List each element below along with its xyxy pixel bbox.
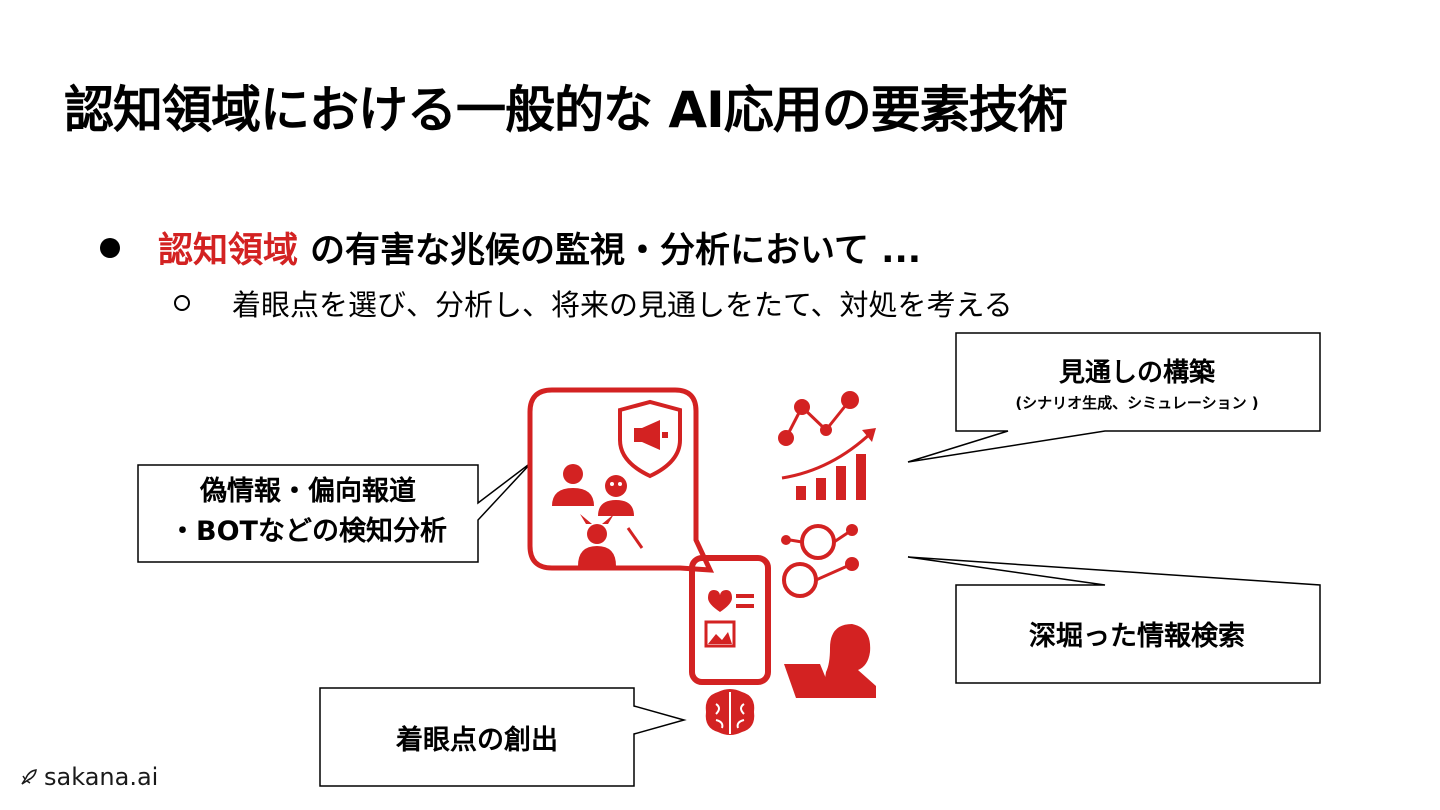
- shield-megaphone-icon: [618, 399, 682, 479]
- trend-chart-icon: [781, 428, 876, 500]
- hub-network-icon: [781, 524, 859, 598]
- misinfo-callout-box: [137, 461, 533, 563]
- misinfo-line-2: ・BOTなどの検知分析: [169, 516, 447, 547]
- pointer-icon: [626, 527, 644, 549]
- search-callout-box: [907, 556, 1321, 684]
- slide-title: 認知領域における一般的な AI応用の要素技術: [64, 81, 1068, 139]
- smartphone-icon: [689, 555, 771, 685]
- main-bullet: 認知領域 の有害な兆候の監視・分析において ...: [100, 222, 921, 273]
- search-label: 深堀った情報検索: [1029, 621, 1245, 652]
- bullet-dot: [100, 237, 120, 258]
- foresight-subtitle: (シナリオ生成、シミュレーション ): [1015, 394, 1259, 412]
- person-laptop-icon: [784, 624, 876, 698]
- sub-bullet-circle: [174, 295, 190, 311]
- bullet-text: の有害な兆候の監視・分析において ...: [310, 231, 922, 271]
- network-graph-icon: [778, 391, 859, 446]
- sub-bullet-text: 着眼点を選び、分析し、将来の見通しをたて、対処を考える: [232, 288, 1013, 322]
- brain-icon: [705, 689, 755, 735]
- focus-callout-box: [319, 687, 687, 787]
- focus-label: 着眼点の創出: [396, 725, 558, 756]
- people-icon: [552, 464, 634, 516]
- brand-text: sakana.ai: [44, 763, 159, 791]
- sub-bullet: 着眼点を選び、分析し、将来の見通しをたて、対処を考える: [174, 282, 1013, 324]
- foresight-callout-box: [907, 332, 1321, 463]
- foresight-title: 見通しの構築: [1058, 358, 1215, 388]
- bullet-accent-text: 認知領域: [158, 231, 299, 271]
- speech-bubble-icon: [527, 387, 715, 573]
- sakana-logo-icon: [21, 769, 37, 785]
- misinfo-line-1: 偽情報・偏向報道: [200, 476, 416, 507]
- misinfo-label: 偽情報・偏向報道 ・BOTなどの検知分析: [138, 472, 478, 552]
- sakana-logo: sakana.ai: [20, 763, 158, 791]
- devil-icon: [578, 514, 616, 566]
